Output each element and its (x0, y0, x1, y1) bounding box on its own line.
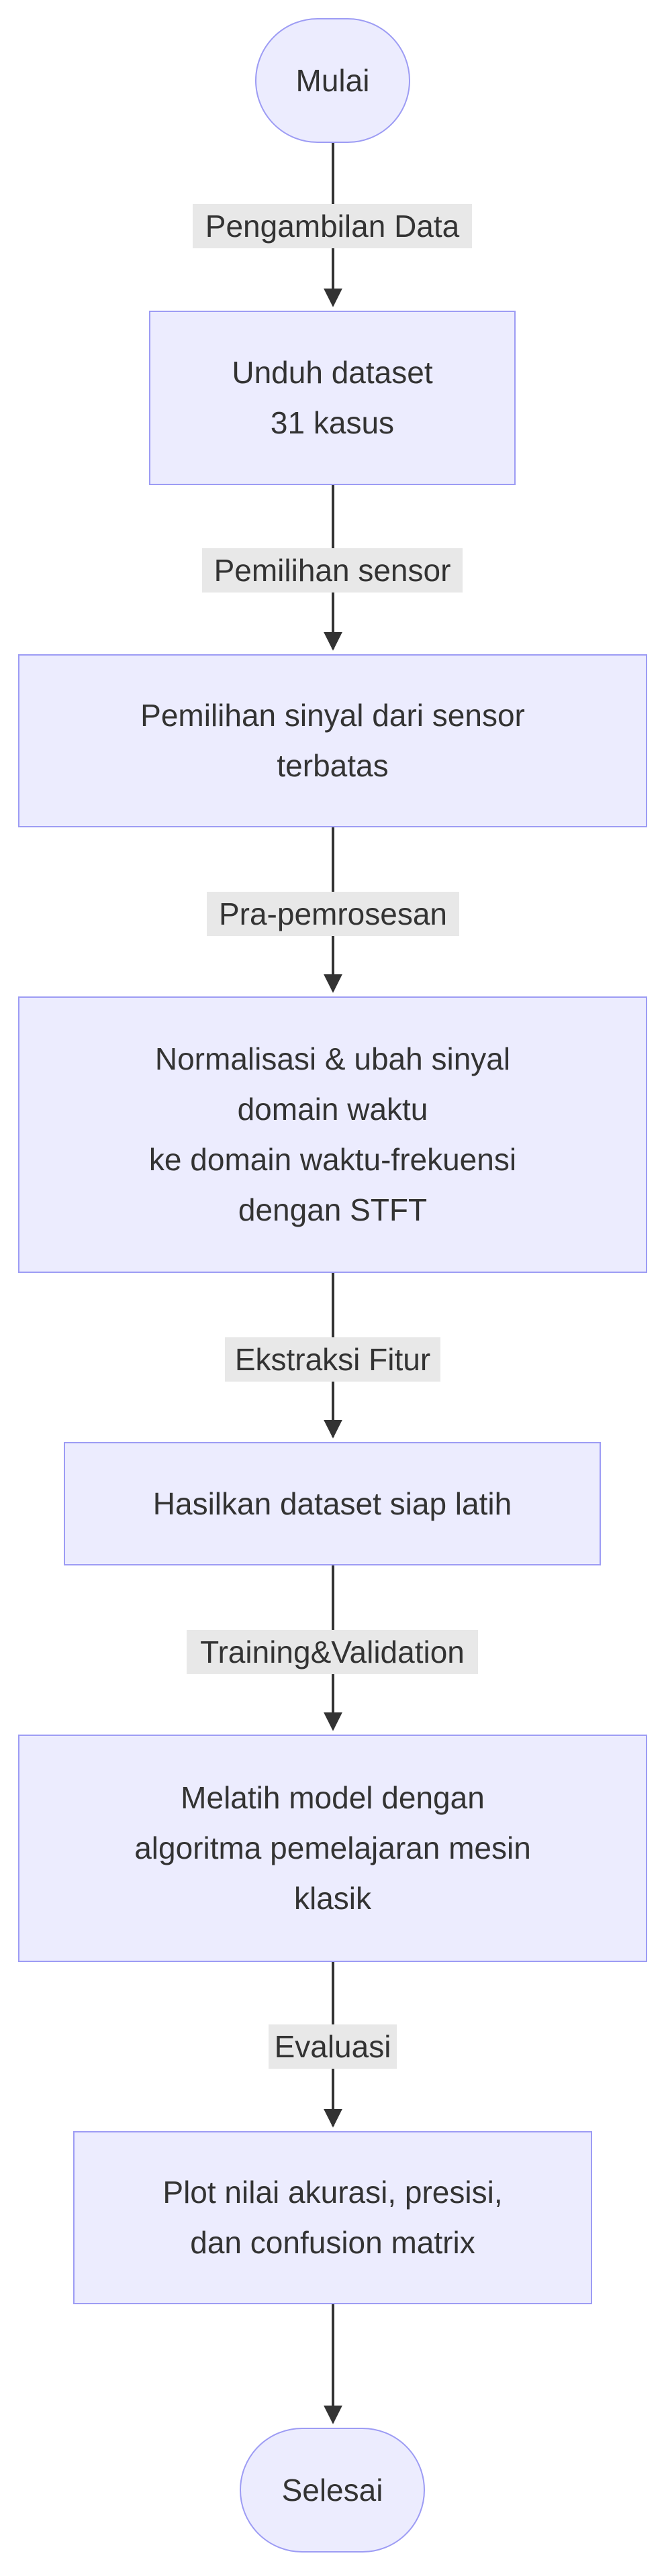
end-node: Selesai (240, 2428, 425, 2553)
normalization-node: Normalisasi & ubah sinyal domain waktu k… (18, 996, 647, 1273)
dataset-ready-node: Hasilkan dataset siap latih (64, 1442, 601, 1565)
plot-metrics-label: Plot nilai akurasi, presisi, dan confusi… (162, 2175, 503, 2260)
start-node-label: Mulai (295, 62, 370, 98)
edge-label-feature-extraction: Ekstraksi Fitur (225, 1337, 440, 1382)
edge-label-evaluation: Evaluasi (269, 2024, 397, 2069)
edge-label-data-retrieval: Pengambilan Data (193, 204, 472, 248)
normalization-label: Normalisasi & ubah sinyal domain waktu k… (148, 1041, 517, 1227)
edge-label-sensor-selection: Pemilihan sensor (202, 548, 463, 593)
train-model-node: Melatih model dengan algoritma pemelajar… (18, 1735, 647, 1962)
train-model-label: Melatih model dengan algoritma pemelajar… (134, 1780, 531, 1916)
download-dataset-label: Unduh dataset 31 kasus (232, 355, 433, 440)
start-node: Mulai (255, 18, 410, 143)
download-dataset-node: Unduh dataset 31 kasus (149, 311, 516, 485)
dataset-ready-label: Hasilkan dataset siap latih (152, 1486, 512, 1521)
end-node-label: Selesai (281, 2472, 383, 2508)
signal-selection-label: Pemilihan sinyal dari sensor terbatas (140, 698, 525, 783)
signal-selection-node: Pemilihan sinyal dari sensor terbatas (18, 654, 647, 827)
plot-metrics-node: Plot nilai akurasi, presisi, dan confusi… (73, 2131, 592, 2304)
edge-label-training-validation: Training&Validation (187, 1630, 478, 1674)
edge-label-preprocessing: Pra-pemrosesan (207, 892, 459, 936)
